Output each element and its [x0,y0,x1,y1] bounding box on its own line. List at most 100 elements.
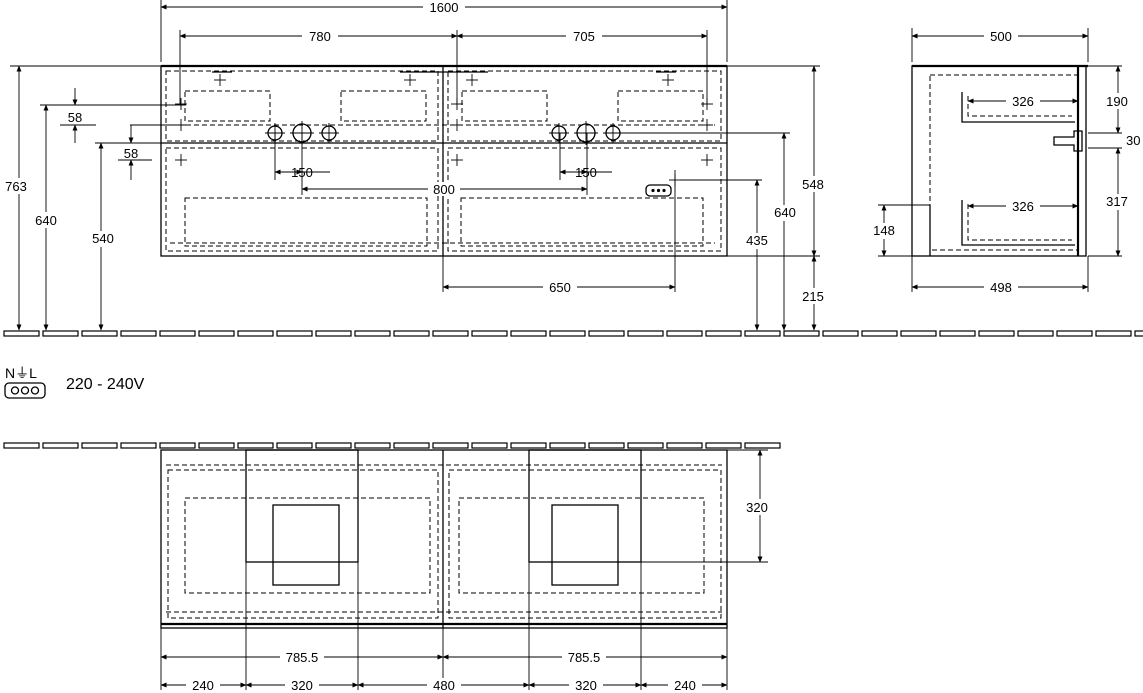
dim-800: 800 [433,182,455,197]
drawer-lower-left [184,197,428,247]
cabinet-side-outline [911,65,1087,257]
floor-segment [237,442,274,449]
cabinet-front-outline [160,65,728,257]
dim-58-upper: 58 [68,110,82,125]
drawer-upper-right-1 [461,90,548,122]
floor-segment [1134,330,1143,337]
floor-segment [822,330,859,337]
floor-segment [3,330,40,337]
drawer-upper-left-1 [184,90,271,122]
floor-segment [783,330,820,337]
floor-segment [549,330,586,337]
dim-320-left: 320 [291,678,313,693]
dim-height-540: 540 [92,231,114,246]
floor-segment [432,442,469,449]
floor-segment [393,442,430,449]
drawer-lower-right [460,197,704,247]
floor-segment [198,330,235,337]
dim-width-780: 780 [309,29,331,44]
wall-line-top-view [3,442,781,449]
electrical-note: N⏚L 220 - 240V [4,365,145,399]
dim-150-right: 150 [575,165,597,180]
floor-segment [3,442,40,449]
dim-190: 190 [1106,94,1128,109]
dim-58-lower: 58 [124,146,138,161]
basin-right [528,449,642,563]
floor-segment [900,330,937,337]
dim-640-right: 640 [774,205,796,220]
top-view: 320 785.5 785.5 240 320 480 320 240 [160,449,776,693]
power-socket-icon [645,184,672,197]
floor-segment [1095,330,1132,337]
dim-width-705: 705 [573,29,595,44]
floor-segment [1056,330,1093,337]
dim-148: 148 [873,223,895,238]
floor-segment [315,330,352,337]
floor-segment [276,442,313,449]
floor-segment [42,442,79,449]
floor-segment [276,330,313,337]
drain-pipe-side [1053,130,1083,152]
front-view: 1600 780 705 763 640 540 58 58 150 150 8 [2,0,831,331]
floor-segment [81,330,118,337]
floor-segment [510,330,547,337]
floor-segment [120,442,157,449]
electrical-symbol-label: N⏚L [5,365,37,381]
floor-segment [198,442,235,449]
drawer-lower-side [961,200,1075,246]
floor-segment [510,442,547,449]
drain-box-right [551,504,619,586]
floor-segment [1017,330,1054,337]
side-view: 500 326 326 190 30 317 148 498 [868,28,1140,295]
dim-435: 435 [746,233,768,248]
dim-548: 548 [802,177,824,192]
dim-240-right: 240 [674,678,696,693]
dim-drawer-326-upper: 326 [1012,94,1034,109]
floor-segment [627,330,664,337]
floor-segment [81,442,118,449]
voltage-label: 220 - 240V [66,376,145,393]
dim-depth-498: 498 [990,280,1012,295]
dim-320-depth: 320 [746,500,768,515]
dim-height-640-left: 640 [35,213,57,228]
socket-symbol-icon [4,382,46,399]
dim-317: 317 [1106,194,1128,209]
cabinet-top-outline [160,449,728,629]
floor-segment [861,330,898,337]
drawer-upper-right-2 [617,90,704,122]
floor-segment [978,330,1015,337]
dim-480: 480 [433,678,455,693]
dim-650: 650 [549,280,571,295]
floor-segment [237,330,274,337]
floor-segment [315,442,352,449]
floor-segment [666,330,703,337]
drawer-upper-left-2 [340,90,427,122]
floor-segment [354,442,391,449]
dim-30: 30 [1126,133,1140,148]
dim-240-left: 240 [192,678,214,693]
dim-width-total: 1600 [430,0,459,15]
drain-box-left [272,504,340,586]
floor-segment [432,330,469,337]
dim-150-left: 150 [291,165,313,180]
floor-segment [393,330,430,337]
floor-segment [159,330,196,337]
mounting-marks [175,74,713,186]
dim-height-763: 763 [5,179,27,194]
dim-785-left: 785.5 [286,650,319,665]
floor-segment [939,330,976,337]
basin-left [245,449,359,563]
dim-785-right: 785.5 [568,650,601,665]
floor-segment [354,330,391,337]
floor-segment [549,442,586,449]
floor-segment [705,330,742,337]
drawer-upper-side [961,92,1075,123]
dim-depth-500: 500 [990,29,1012,44]
floor-segment [471,442,508,449]
floor-segment [666,442,703,449]
dim-drawer-326-lower: 326 [1012,199,1034,214]
floor-segment [588,330,625,337]
floor-segment [627,442,664,449]
floor-segment [744,442,781,449]
